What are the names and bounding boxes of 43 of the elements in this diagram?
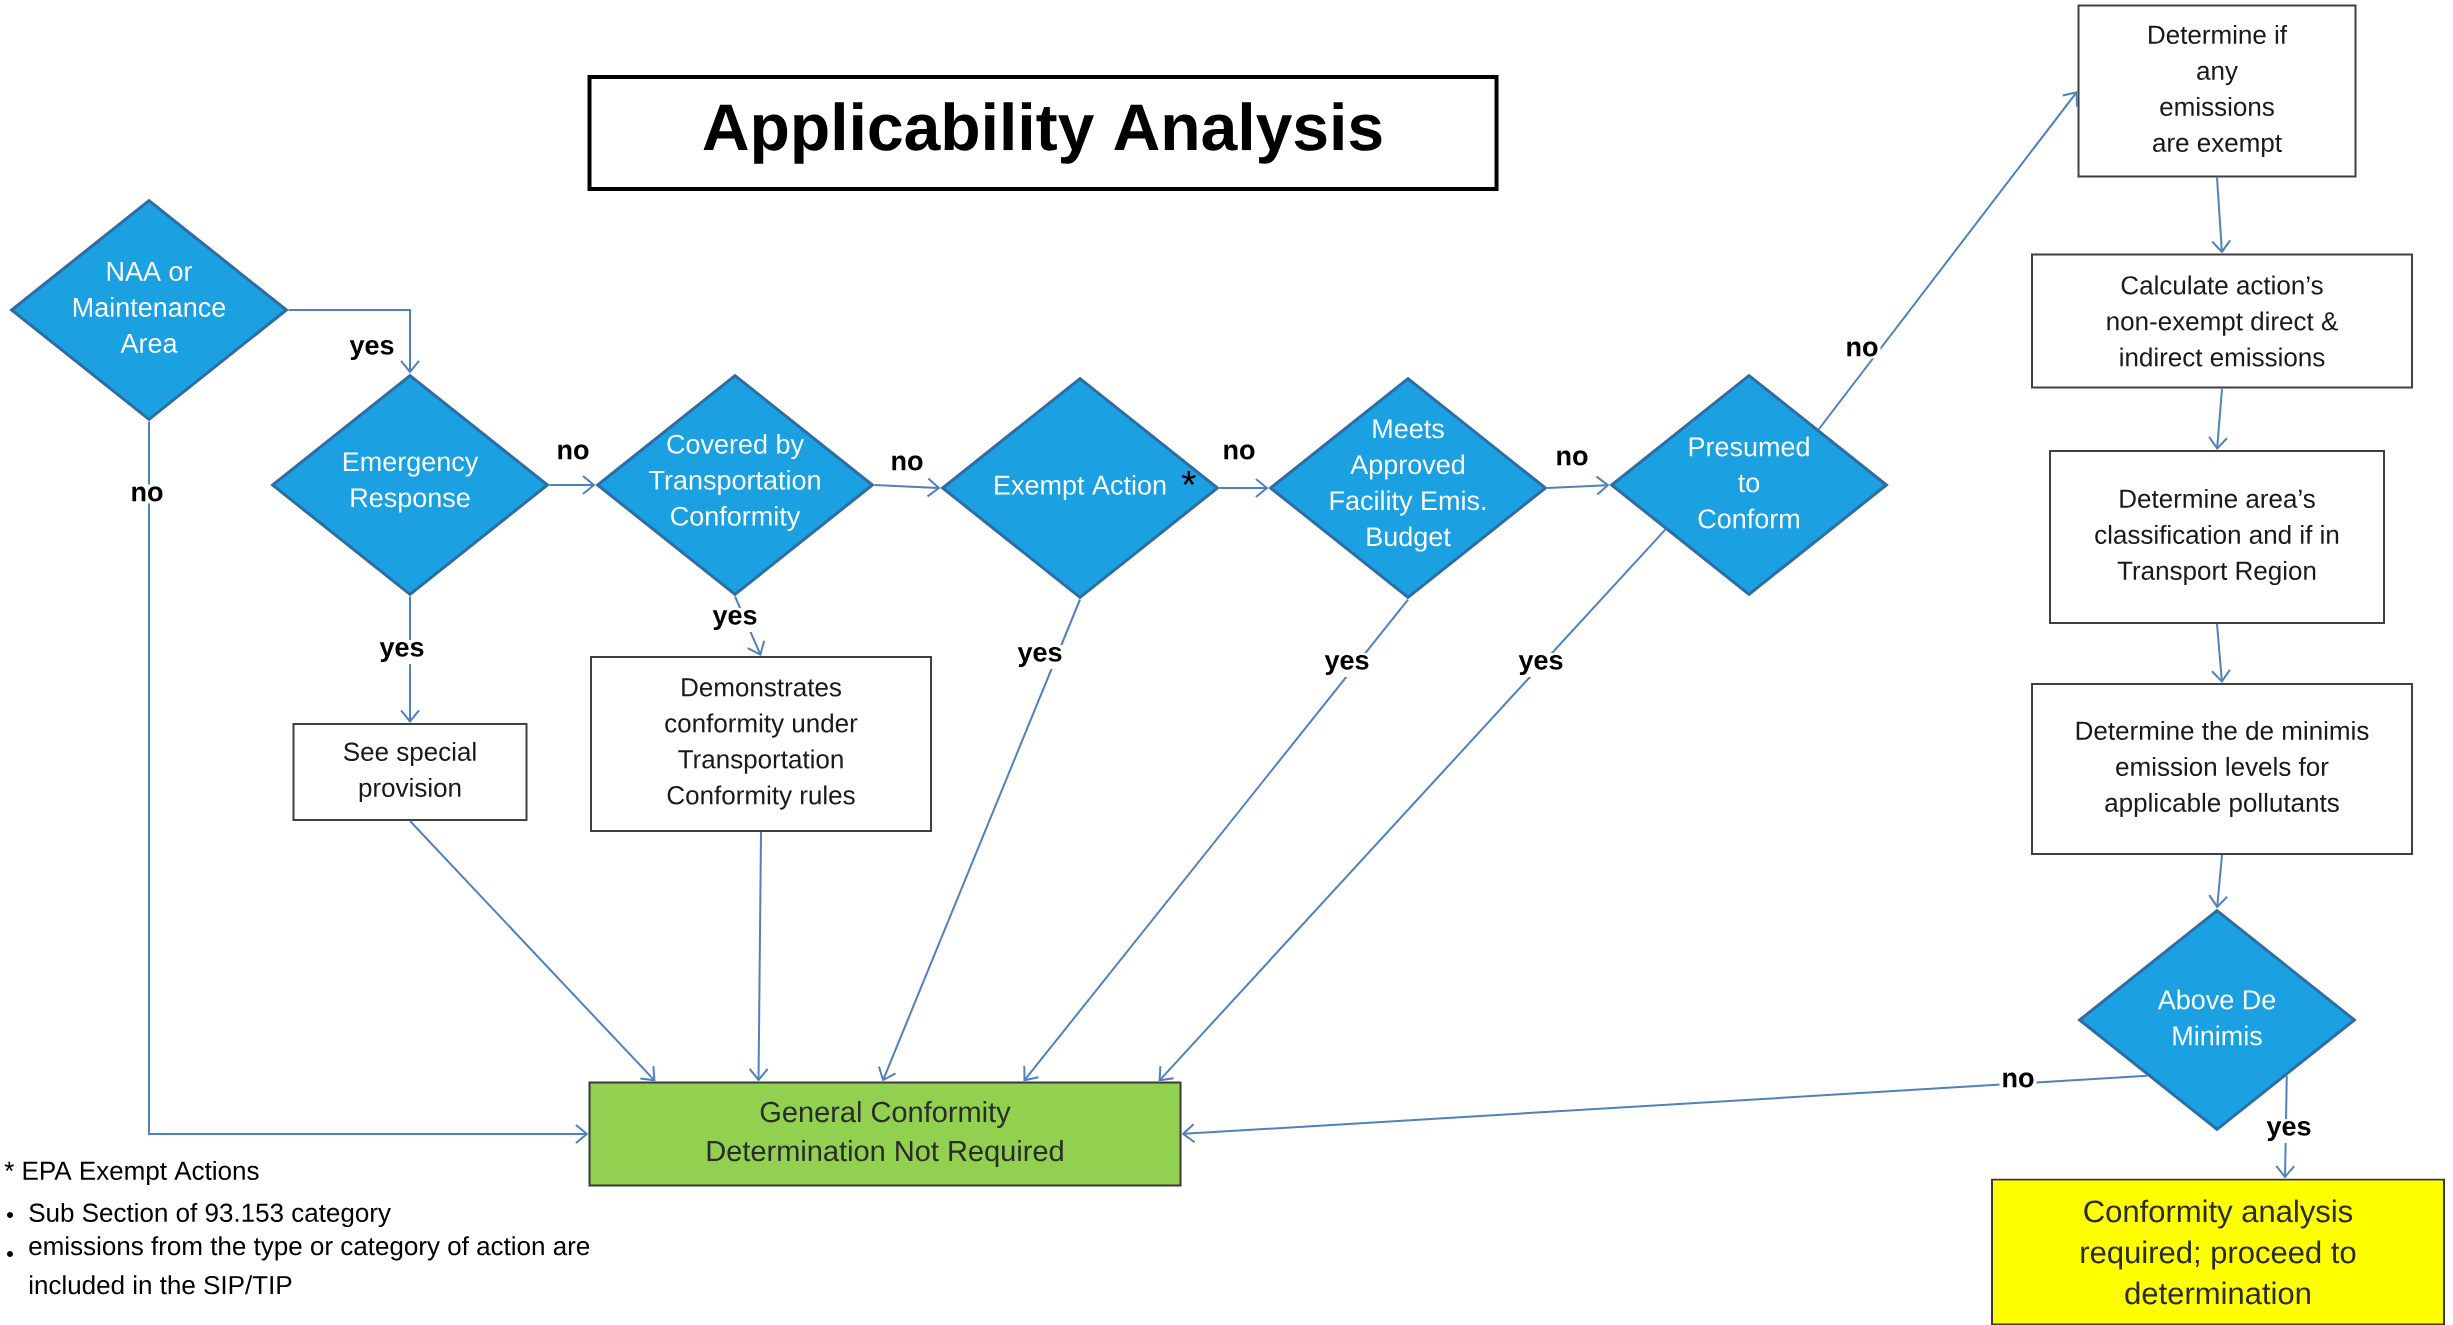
process-box: Conformity analysis required; proceed to determination: [1991, 1178, 2445, 1325]
edge-label: no: [128, 484, 166, 504]
arrow: [2208, 854, 2229, 909]
arrow: [877, 598, 1081, 1082]
edge-label: no: [1999, 1070, 2037, 1090]
note-text: Sub Section of 93.153 category: [29, 1202, 391, 1228]
arrow: [287, 309, 420, 374]
arrow: [1218, 478, 1269, 498]
arrow: [1181, 1074, 2149, 1144]
arrow: [1158, 528, 1667, 1082]
arrow: [1023, 598, 1409, 1082]
process-box: General Conformity Determination Not Required: [588, 1081, 1182, 1187]
arrow: [2211, 176, 2232, 254]
process-box: Calculate action’s non-exempt direct & indirect emissions: [2031, 253, 2413, 389]
process-box: See special provision: [292, 723, 528, 821]
arrow: [548, 475, 596, 495]
arrow: [148, 420, 589, 1144]
edge-label: yes: [347, 337, 397, 363]
title-box: Applicability Analysis: [587, 75, 1499, 191]
process-box: Determine area’s classification and if in Transport Region: [2049, 450, 2385, 624]
arrow: [748, 831, 769, 1082]
arrow: [409, 820, 656, 1082]
arrow: [1817, 91, 2078, 431]
edge-label: no: [554, 442, 592, 462]
edge-label: no: [1553, 448, 1591, 468]
note-text: emissions from the type or category of action are included in the SIP/TIP: [29, 1236, 590, 1295]
edge-label: yes: [377, 639, 427, 665]
arrow: [873, 477, 941, 498]
note-text: * EPA Exempt Actions: [4, 1160, 259, 1186]
arrow: [1546, 475, 1610, 496]
arrow: [2211, 623, 2231, 683]
edge-label: no: [1220, 442, 1258, 462]
edge-label: yes: [2264, 1118, 2314, 1144]
edge-label: yes: [710, 607, 760, 633]
edge-label: no: [1843, 339, 1881, 359]
process-box: Determine if any emissions are exempt: [2077, 4, 2357, 178]
process-box: Determine the de minimis emission levels for applicable pollutants: [2031, 683, 2413, 855]
arrow: [2208, 387, 2228, 450]
edge-label: yes: [1322, 652, 1372, 678]
process-box: Demonstrates conformity under Transportation Conformity rules: [590, 656, 932, 832]
edge-label: yes: [1015, 644, 1065, 670]
edge-label: no: [888, 453, 926, 473]
edge-label: yes: [1516, 652, 1566, 678]
